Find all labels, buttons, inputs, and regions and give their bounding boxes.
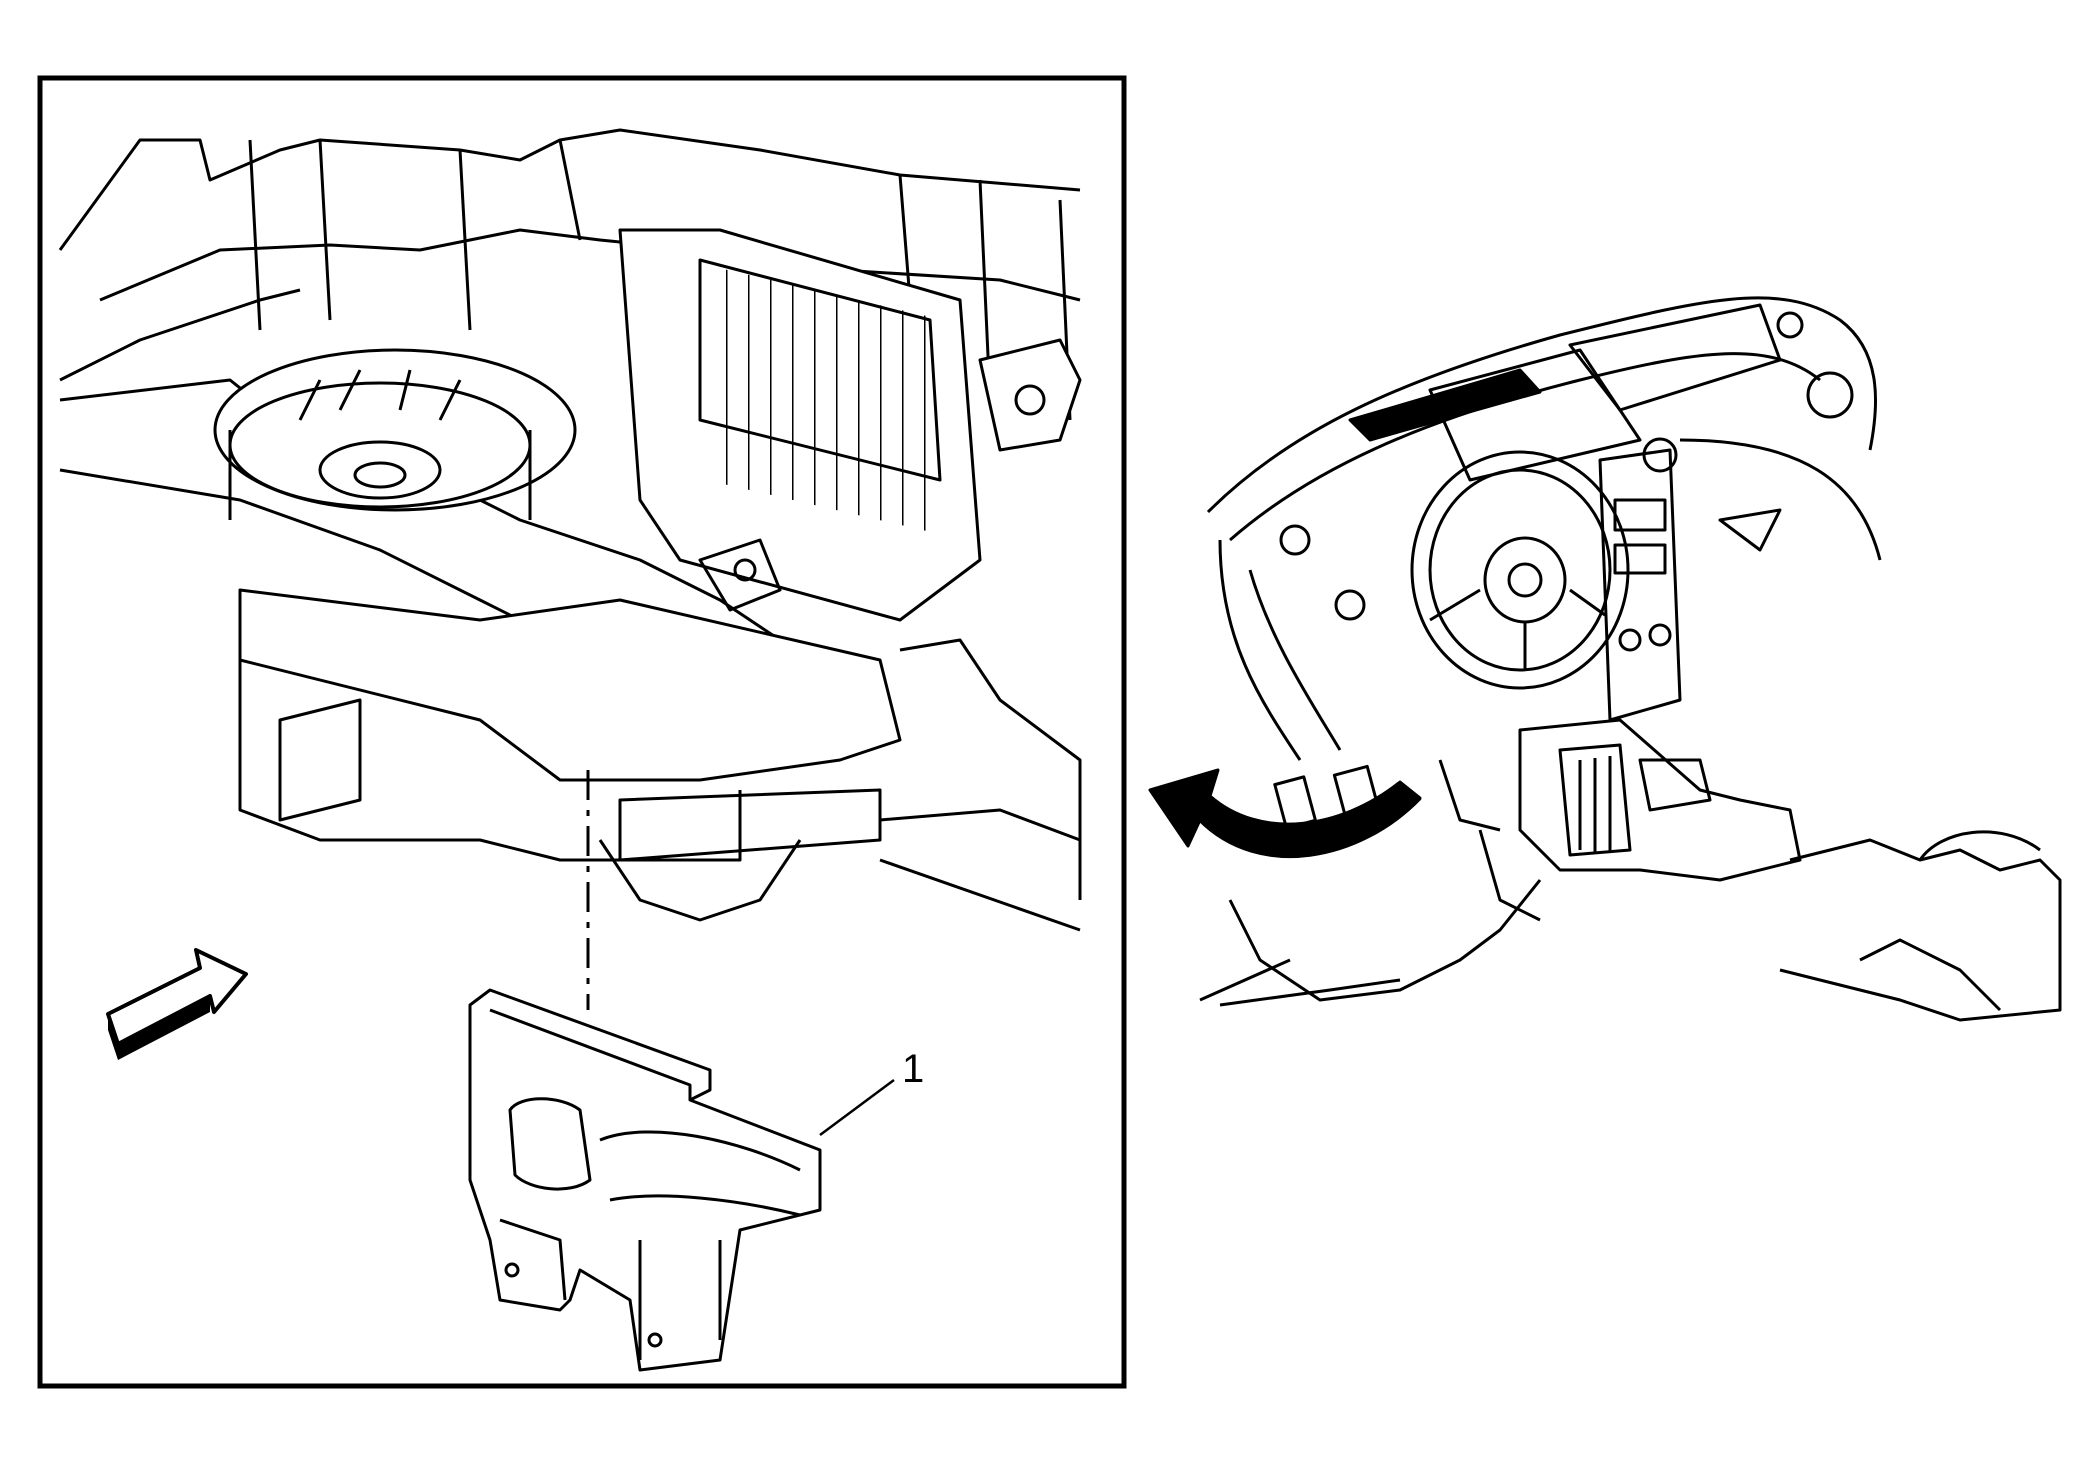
- callout-1: 1: [819, 1047, 924, 1137]
- floor-air-outlet-duct: [468, 988, 822, 1372]
- callout-label: 1: [902, 1047, 924, 1091]
- hvac-module-illustration: [58, 128, 1082, 932]
- curved-arrow-icon: [1148, 768, 1422, 859]
- instrument-panel-overview: [1199, 296, 2062, 1022]
- arrow-forward-icon: [106, 948, 248, 1060]
